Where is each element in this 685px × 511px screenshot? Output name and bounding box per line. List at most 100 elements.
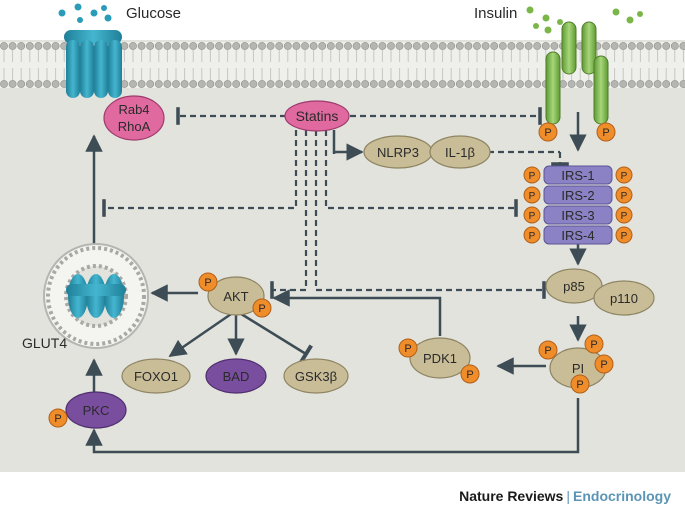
gsk3b-label: GSK3β bbox=[295, 369, 337, 384]
lipid-head bbox=[146, 80, 155, 88]
il1b-label: IL-1β bbox=[445, 145, 475, 160]
lipid-head bbox=[653, 80, 662, 88]
phospho-pkc: P bbox=[48, 408, 68, 428]
lipid-head bbox=[326, 42, 335, 50]
pdk1-label: PDK1 bbox=[423, 351, 457, 366]
phospho-receptor-left: P bbox=[538, 122, 558, 142]
phospho-irs3-left: P bbox=[523, 206, 541, 224]
activation-arrows bbox=[85, 112, 587, 454]
phospho-irs2-right: P bbox=[615, 186, 633, 204]
lipid-head bbox=[490, 42, 499, 50]
svg-text:P: P bbox=[529, 191, 536, 202]
lipid-head bbox=[292, 42, 301, 50]
rab4-label: Rab4 bbox=[118, 102, 149, 117]
svg-text:P: P bbox=[529, 231, 536, 242]
glucose-molecules bbox=[58, 3, 112, 23]
lipid-head bbox=[232, 80, 241, 88]
lipid-head bbox=[490, 80, 499, 88]
foxo1-label: FOXO1 bbox=[134, 369, 178, 384]
svg-text:P: P bbox=[621, 211, 628, 222]
p85-label: p85 bbox=[563, 279, 585, 294]
journal-credit: Nature Reviews|Endocrinology bbox=[459, 488, 671, 504]
lipid-head bbox=[154, 80, 163, 88]
lipid-head bbox=[318, 80, 327, 88]
inhibit-statins-p85 bbox=[314, 130, 546, 299]
lipid-head bbox=[232, 42, 241, 50]
rhoa-label: RhoA bbox=[118, 119, 151, 134]
lipid-head bbox=[335, 80, 344, 88]
lipid-head bbox=[679, 42, 685, 50]
inhibit-statins-glut4-path bbox=[102, 130, 298, 217]
lipid-head bbox=[258, 42, 266, 50]
lipid-head bbox=[352, 42, 361, 50]
lipid-head bbox=[189, 42, 198, 50]
lipid-head bbox=[51, 42, 60, 50]
lipid-head bbox=[223, 42, 232, 50]
glut4-label: GLUT4 bbox=[22, 335, 67, 351]
lipid-head bbox=[464, 42, 473, 50]
lipid-head bbox=[34, 42, 43, 50]
lipid-head bbox=[447, 80, 456, 88]
insulin-label: Insulin bbox=[474, 5, 517, 22]
svg-text:P: P bbox=[590, 339, 597, 351]
phospho-akt-top: P bbox=[198, 272, 218, 292]
svg-text:P: P bbox=[600, 359, 607, 371]
lipid-head bbox=[275, 42, 284, 50]
phospho-akt-bottom: P bbox=[252, 298, 272, 318]
phospho-pdk1-right: P bbox=[460, 364, 480, 384]
lipid-head bbox=[163, 42, 172, 50]
lipid-head bbox=[318, 42, 327, 50]
svg-text:P: P bbox=[576, 379, 583, 391]
lipid-head bbox=[172, 80, 180, 88]
lipid-head bbox=[447, 42, 456, 50]
inhibit-statins-irs bbox=[324, 130, 518, 217]
lipid-head bbox=[215, 42, 223, 50]
foxo1-node: FOXO1 bbox=[121, 358, 191, 394]
phospho-pdk1-left: P bbox=[398, 338, 418, 358]
statins-node: Statins bbox=[284, 100, 350, 132]
lipid-head bbox=[344, 80, 352, 88]
lipid-head bbox=[361, 80, 370, 88]
pi-node: PI bbox=[549, 347, 607, 389]
phospho-irs1-left: P bbox=[523, 166, 541, 184]
lipid-head bbox=[516, 42, 524, 50]
lipid-head bbox=[361, 42, 370, 50]
lipid-head bbox=[258, 80, 266, 88]
arrow-pdk1-to-akt bbox=[272, 289, 442, 336]
lipid-head bbox=[507, 42, 516, 50]
lipid-head bbox=[455, 80, 464, 88]
inhibit-statins-akt bbox=[270, 130, 308, 299]
lipid-head bbox=[292, 80, 301, 88]
lipid-head bbox=[43, 80, 51, 88]
svg-text:P: P bbox=[544, 345, 551, 357]
lipid-head bbox=[17, 42, 26, 50]
nlrp3-node: NLRP3 bbox=[363, 135, 433, 169]
phospho-irs1-right: P bbox=[615, 166, 633, 184]
lipid-head bbox=[645, 80, 653, 88]
insulin-receptor bbox=[545, 21, 609, 125]
phospho-pi-top: P bbox=[584, 334, 604, 354]
lipid-head bbox=[129, 80, 137, 88]
lipid-head bbox=[524, 80, 533, 88]
lipid-head bbox=[369, 80, 378, 88]
lipid-head bbox=[154, 42, 163, 50]
lipid-head bbox=[378, 80, 387, 88]
svg-text:P: P bbox=[204, 277, 211, 289]
lipid-head bbox=[197, 80, 206, 88]
glut4-vesicle bbox=[43, 243, 149, 349]
svg-text:P: P bbox=[529, 171, 536, 182]
lipid-head bbox=[430, 80, 438, 88]
lipid-head bbox=[533, 80, 542, 88]
statins-label: Statins bbox=[296, 108, 339, 124]
pi-label: PI bbox=[572, 361, 584, 376]
inhibit-akt-to-gsk3b bbox=[237, 310, 313, 364]
lipid-head bbox=[223, 80, 232, 88]
lipid-head bbox=[602, 42, 610, 50]
lipid-head bbox=[0, 80, 8, 88]
nlrp3-label: NLRP3 bbox=[377, 145, 419, 160]
lipid-head bbox=[129, 42, 137, 50]
lipid-head bbox=[455, 42, 464, 50]
lipid-head bbox=[670, 80, 679, 88]
phospho-irs3-right: P bbox=[615, 206, 633, 224]
lipid-head bbox=[266, 42, 275, 50]
